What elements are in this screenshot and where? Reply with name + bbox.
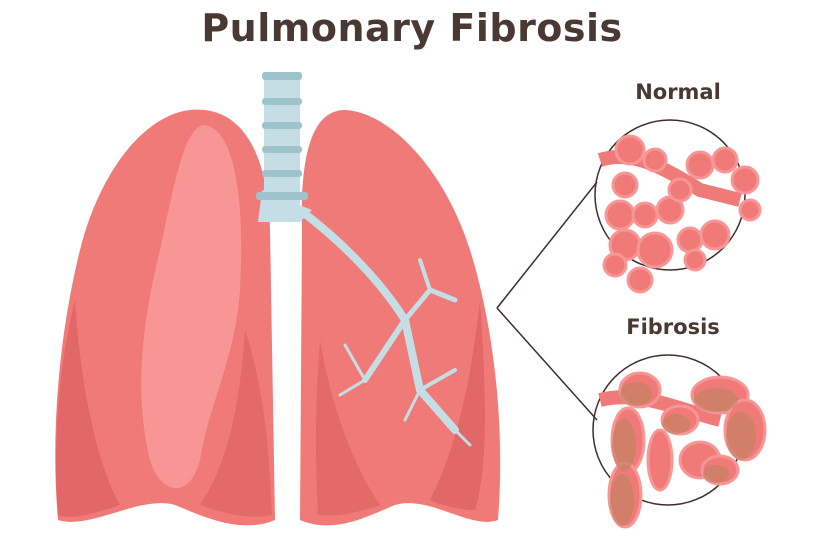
left-lung (55, 109, 275, 526)
callout-lines (496, 119, 746, 506)
normal-alveoli (597, 134, 762, 294)
fibrosis-alveoli (598, 371, 767, 529)
trachea (256, 72, 472, 447)
normal-label: Normal (635, 80, 721, 104)
page-title: Pulmonary Fibrosis (201, 6, 623, 50)
fibrosis-label: Fibrosis (626, 315, 720, 339)
